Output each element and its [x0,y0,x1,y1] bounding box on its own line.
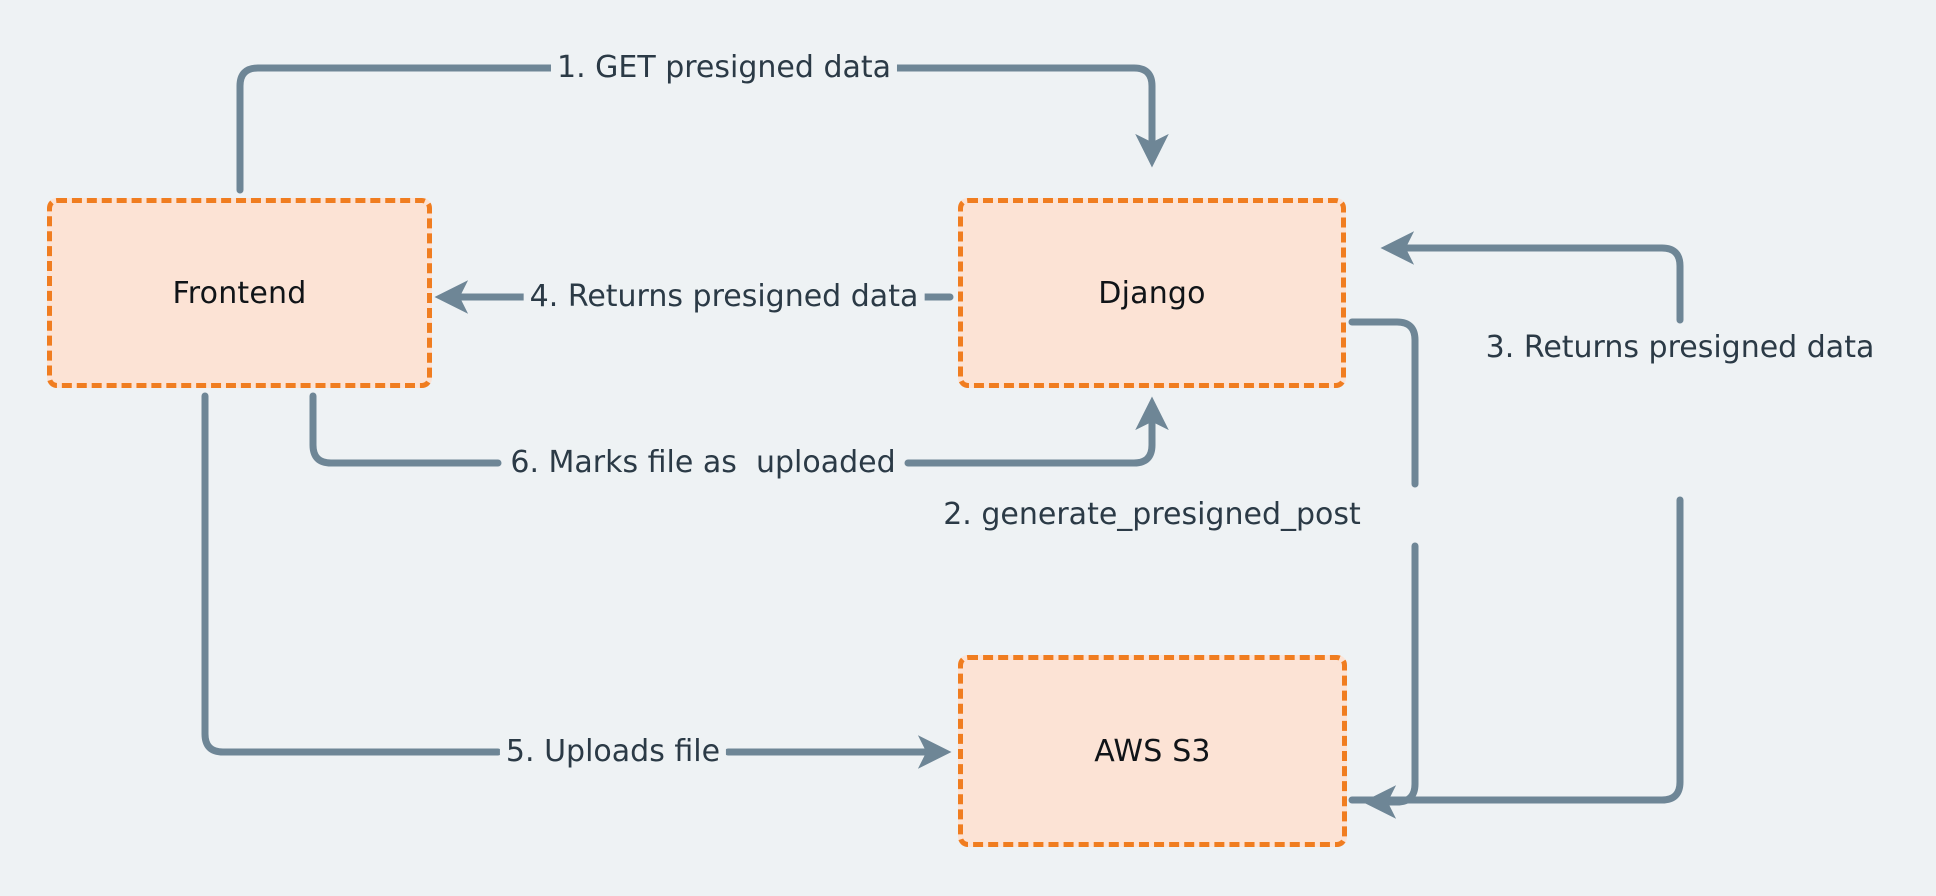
edge-label-2: 2. generate_presigned_post [937,497,1367,533]
edge-1-get-presigned-data [236,64,1169,194]
node-aws-s3[interactable]: AWS S3 [958,655,1347,847]
edge-label-3: 3. Returns presigned data [1479,330,1881,366]
node-frontend-label: Frontend [172,275,307,311]
edge-label-5: 5. Uploads file [499,734,727,770]
edge-2-generate-presigned-post [1348,318,1419,819]
edge-label-4: 4. Returns presigned data [523,279,925,315]
node-aws-s3-label: AWS S3 [1094,733,1211,769]
node-django[interactable]: Django [958,198,1346,388]
edge-label-6: 6. Marks file as uploaded [504,445,902,481]
node-frontend[interactable]: Frontend [47,198,432,388]
edge-6-marks-file-as-uploaded [309,392,1169,467]
edge-3-returns-presigned-data [1348,231,1684,804]
node-django-label: Django [1098,275,1206,311]
edge-5-uploads-file [201,392,952,769]
edge-label-1: 1. GET presigned data [550,50,898,86]
